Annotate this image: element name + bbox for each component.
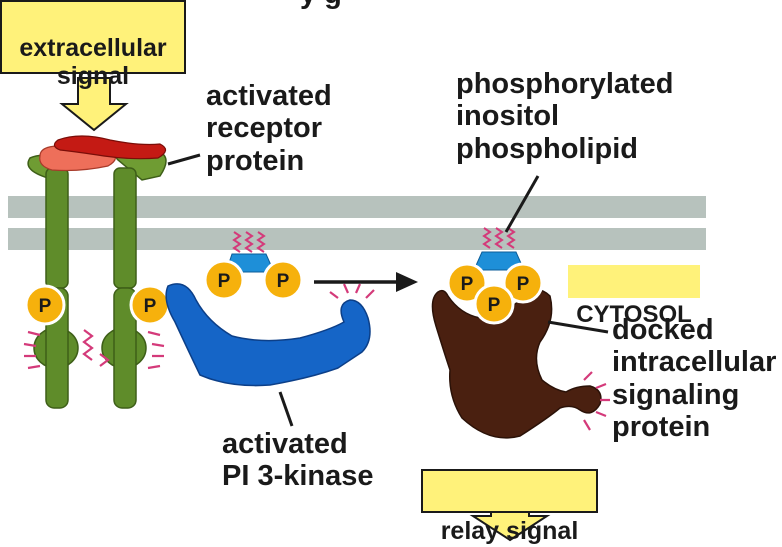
extracellular-signal-text: extracellular signal	[19, 34, 167, 90]
lipid-tails-left	[232, 231, 266, 253]
phosphate-label: P	[488, 295, 501, 316]
phosphate-label: P	[39, 296, 52, 317]
kinase-squiggles	[329, 283, 375, 299]
relay-signal-text: relay signal	[440, 517, 579, 545]
phosphorylated-lipid-label: phosphorylated inositol phospholipid	[456, 68, 674, 165]
phosphate-label: P	[218, 271, 231, 292]
receptor-squiggles	[23, 329, 165, 370]
cytosol-label-box: CYTOSOL	[568, 265, 700, 328]
membrane-outer-leaflet	[8, 196, 706, 218]
header-fragment: y g	[300, 0, 342, 10]
activated-receptor-label: activated receptor protein	[206, 80, 332, 177]
docked-leader-line	[547, 320, 609, 334]
ligand	[39, 135, 167, 172]
phosphate-label: P	[461, 274, 474, 295]
docked-protein-label: docked intracellular signaling protein	[612, 314, 777, 444]
kinase-leader-line	[278, 391, 294, 427]
docked-phosphate-2: P	[502, 262, 544, 304]
receptor-right	[101, 150, 167, 409]
signal-down-arrow	[59, 77, 129, 132]
phosphate-label: P	[517, 274, 530, 295]
phosphate-label: P	[277, 271, 290, 292]
pi3-kinase-shape	[165, 283, 371, 387]
receptor-left	[27, 154, 79, 409]
relay-signal-box: relay signal	[421, 469, 598, 545]
lipid-leader-line	[504, 175, 540, 233]
membrane-inner-leaflet	[8, 228, 706, 250]
docked-squiggles	[583, 371, 610, 431]
extracellular-signal-box: extracellular signal	[0, 0, 186, 90]
lipid-phosphate-2: P	[262, 259, 304, 301]
lipid-tails-right	[482, 227, 516, 249]
docked-phosphate-3: P	[473, 283, 515, 325]
docked-phosphate-1: P	[446, 262, 488, 304]
lipid-phosphate-1: P	[203, 259, 245, 301]
pi3-kinase-label: activated PI 3-kinase	[222, 428, 374, 493]
cytosol-label: CYTOSOL	[576, 301, 692, 328]
phosphate-label: P	[144, 296, 157, 317]
receptor-phosphate-left: P	[24, 284, 66, 326]
reaction-arrow	[314, 272, 418, 292]
receptor-leader-line	[167, 153, 201, 166]
receptor-phosphate-right: P	[129, 284, 171, 326]
